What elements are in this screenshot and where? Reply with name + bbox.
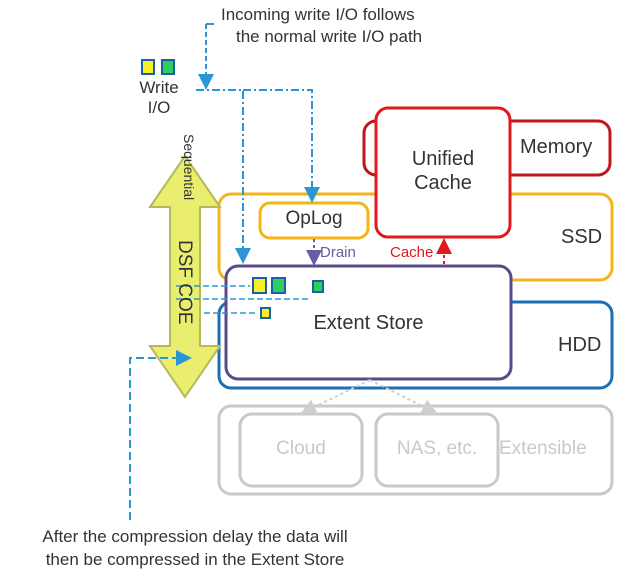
incoming-annotation-line1: Incoming write I/O follows xyxy=(221,5,415,24)
ssd-label: SSD xyxy=(561,226,603,248)
extent-store-label: Extent Store xyxy=(313,312,424,334)
write-io-block-green xyxy=(161,59,175,75)
dsf-coe-arrow xyxy=(148,154,222,399)
extent-block-yellow xyxy=(252,277,267,294)
extensible-connector-left xyxy=(300,379,371,415)
hdd-label: HDD xyxy=(558,334,602,356)
write-io-label-line1: Write xyxy=(139,78,179,97)
drain-label: Drain xyxy=(320,244,356,261)
cloud-label: Cloud xyxy=(276,438,326,459)
extent-block-compressed-green xyxy=(312,280,324,293)
extensible-connector-right xyxy=(369,379,438,414)
unified-cache-label-line2: Cache xyxy=(414,172,472,194)
sequential-path xyxy=(196,89,251,264)
write-io-label-line2: I/O xyxy=(147,98,171,117)
compression-annotation-line2: then be compressed in the Extent Store xyxy=(45,550,345,569)
compression-arrow xyxy=(129,350,192,520)
random-path xyxy=(243,89,320,203)
unified-cache-box xyxy=(374,106,512,239)
extent-store-box xyxy=(224,264,513,381)
nas-label: NAS, etc. xyxy=(396,438,478,459)
oplog-label: OpLog xyxy=(285,208,343,229)
sequential-label: Sequential xyxy=(181,134,197,201)
cache-arrow-label: Cache xyxy=(390,244,434,261)
incoming-annotation-line2: the normal write I/O path xyxy=(236,27,423,46)
nas-box xyxy=(374,412,500,488)
extensible-label: Extensible xyxy=(499,438,587,459)
memory-label: Memory xyxy=(520,136,593,158)
dsf-coe-label: DSF COE xyxy=(174,240,195,325)
compression-annotation-line1: After the compression delay the data wil… xyxy=(42,527,348,546)
oplog-box xyxy=(258,201,370,240)
write-io-block-yellow xyxy=(141,59,155,75)
unified-cache-label-line1: Unified xyxy=(411,148,475,170)
extent-block-green xyxy=(271,277,286,294)
extent-block-compressed-yellow xyxy=(260,307,271,319)
